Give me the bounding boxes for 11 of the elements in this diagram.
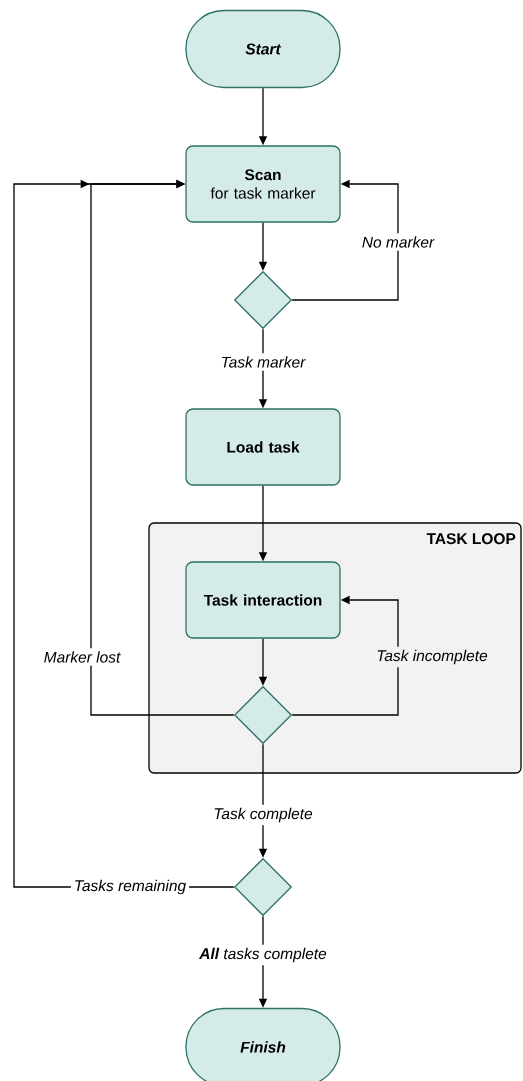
edge-label: Task marker	[217, 353, 309, 371]
edge-label: Marker lost	[40, 648, 124, 666]
edge-label: All tasks complete	[196, 944, 330, 966]
edge-label: Tasks remaining	[70, 876, 190, 898]
process-box: Task interaction	[185, 561, 341, 639]
arrow	[13, 179, 235, 888]
edge-label: Task complete	[210, 804, 316, 826]
process-box: Load task	[185, 408, 341, 486]
process-box: Scan for task marker	[185, 145, 341, 223]
edge-label: Task incomplete	[373, 646, 491, 668]
edge-label: No marker	[358, 233, 438, 251]
